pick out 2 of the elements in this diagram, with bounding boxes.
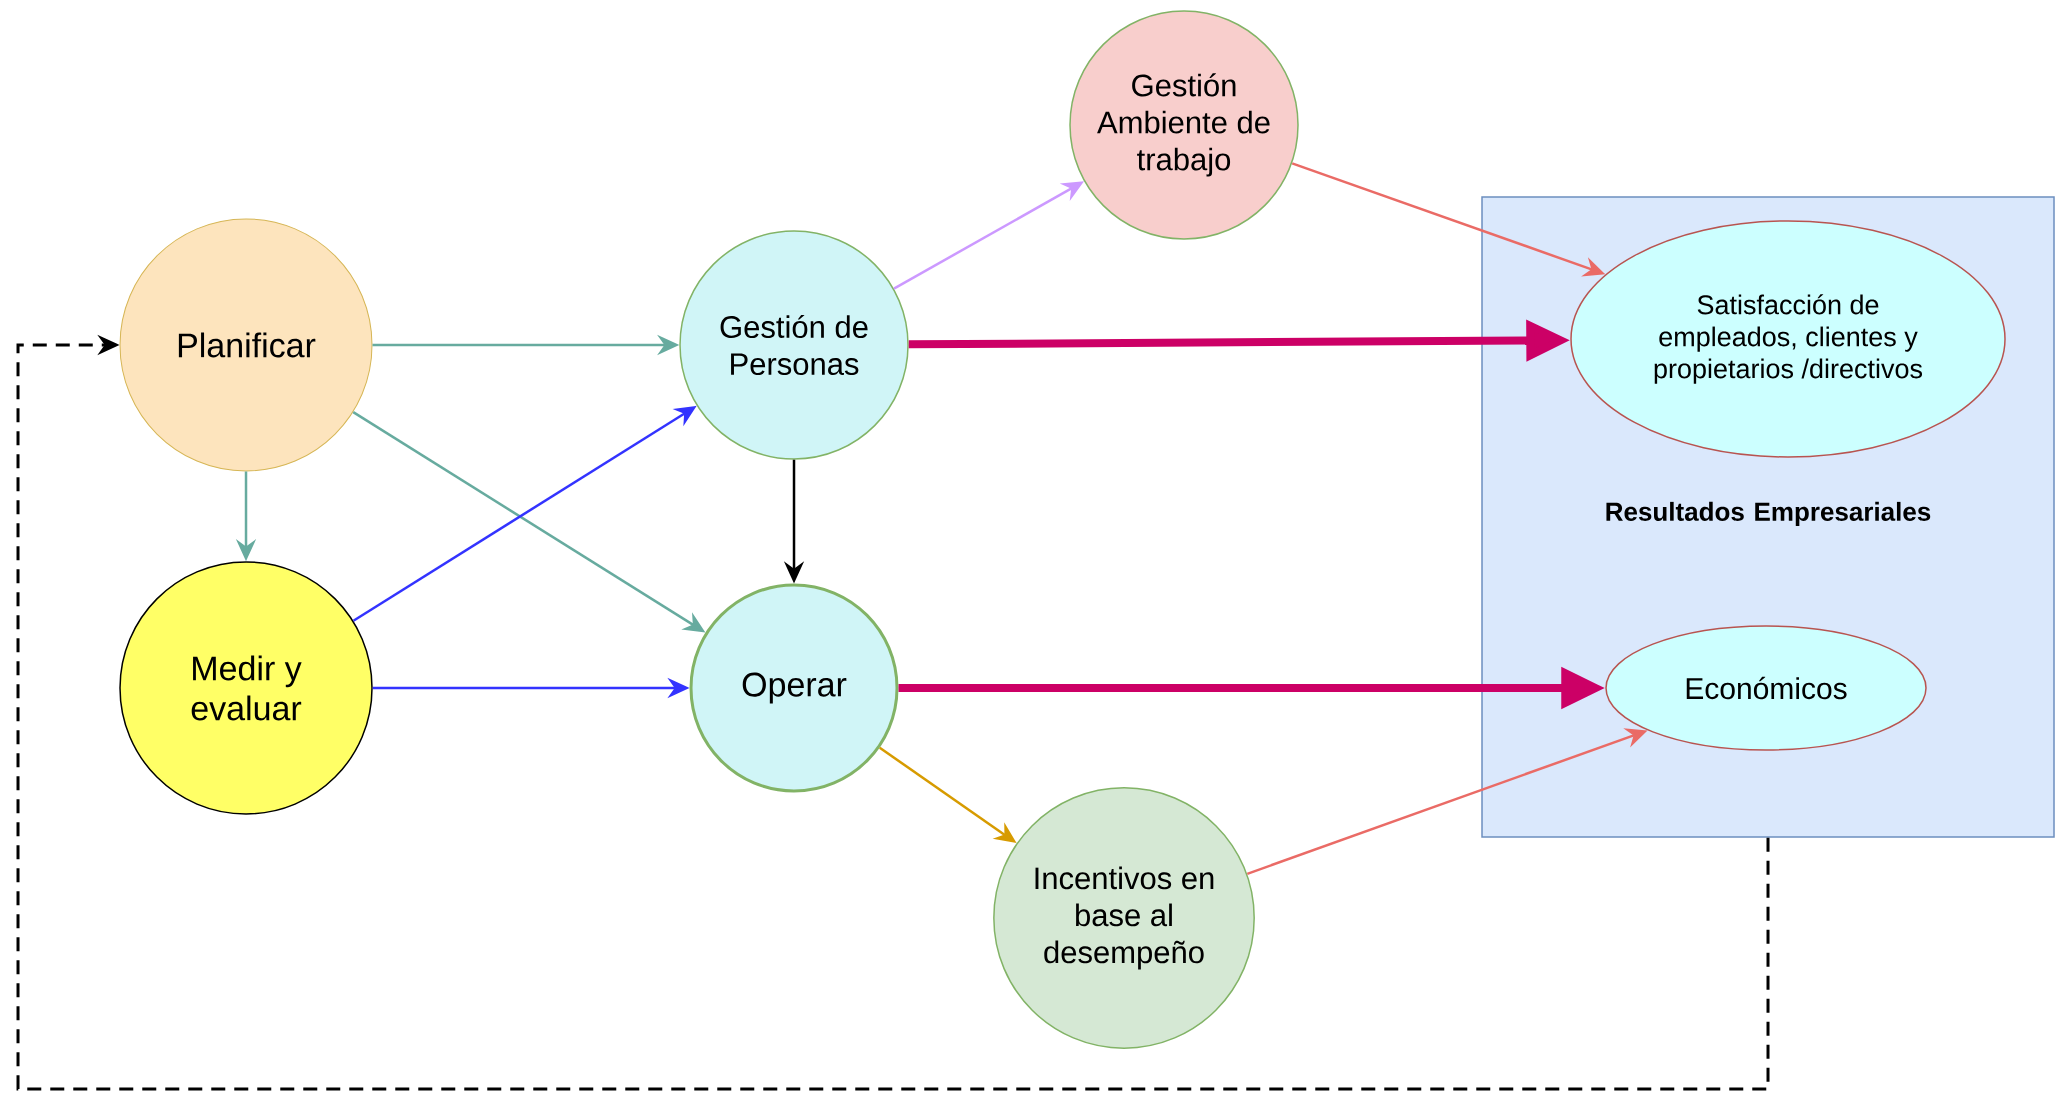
panel-title: Resultados Empresariales (1606, 501, 1931, 527)
arrow (16, 334, 1770, 1091)
